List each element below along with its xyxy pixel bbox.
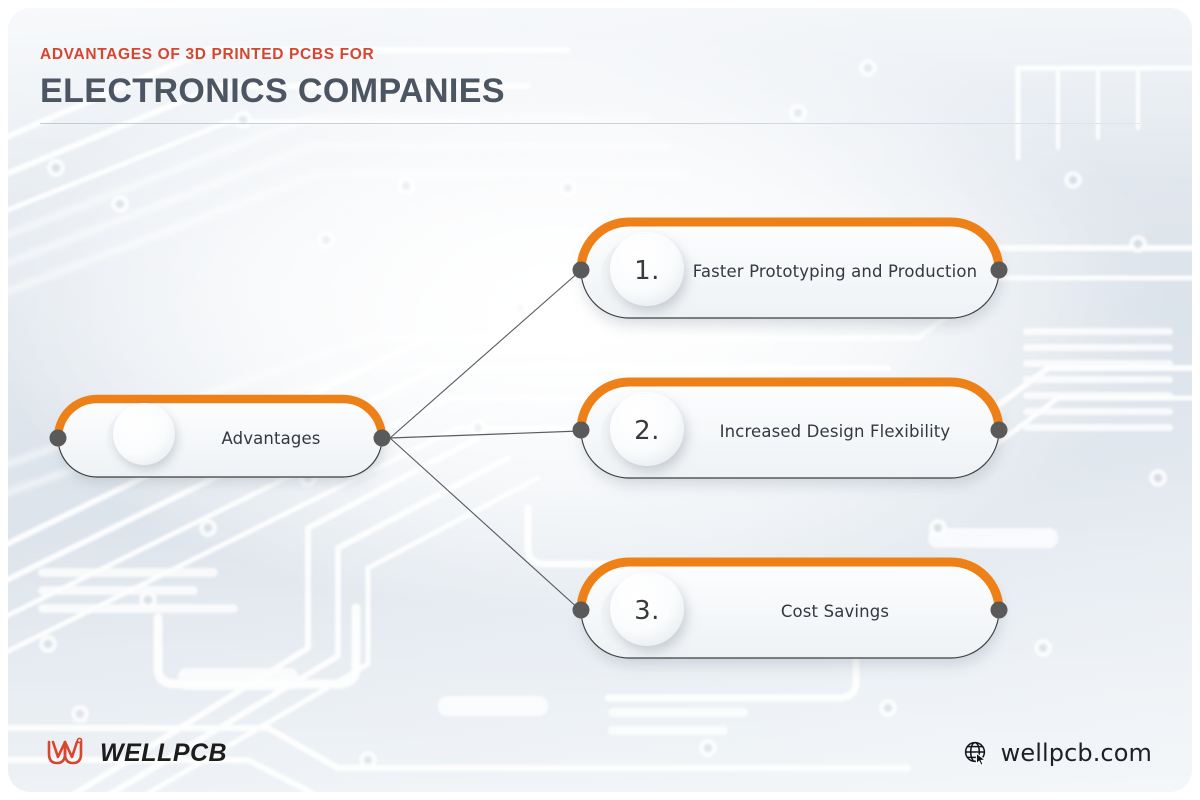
node-item-2-number: 2. xyxy=(634,416,660,446)
header-divider xyxy=(40,122,1140,124)
node-item-2-shape xyxy=(572,377,1008,479)
globe-cursor-icon xyxy=(964,741,986,766)
node-item-3-dot-right xyxy=(990,601,1008,619)
node-item-1-dot-left xyxy=(572,261,590,279)
node-item-2-dot-right xyxy=(990,421,1008,439)
node-item-2-dot-left xyxy=(572,421,590,439)
node-item-3-dot-left xyxy=(572,601,590,619)
node-root-shape xyxy=(49,394,391,478)
website-link[interactable]: wellpcb.com xyxy=(963,739,1152,767)
node-item-1-label: Faster Prototyping and Production xyxy=(692,262,978,281)
node-item-2[interactable]: 2. Increased Design Flexibility xyxy=(572,372,1008,490)
node-item-1[interactable]: 1. Faster Prototyping and Production xyxy=(572,212,1008,330)
node-item-3-shape xyxy=(572,557,1008,659)
node-item-2-label: Increased Design Flexibility xyxy=(719,422,951,441)
node-item-1-dot-right xyxy=(990,261,1008,279)
brand-logo[interactable]: WELLPCB xyxy=(45,736,227,770)
page-title: ELECTRONICS COMPANIES xyxy=(40,71,505,110)
node-item-3[interactable]: 3. Cost Savings xyxy=(572,552,1008,670)
brand-logo-text: WELLPCB xyxy=(100,738,228,767)
node-item-1-number: 1. xyxy=(634,256,660,286)
w-monogram-icon xyxy=(47,737,83,765)
node-root-dot-right xyxy=(373,429,391,447)
node-item-1-shape xyxy=(572,217,1008,319)
node-root-label: Advantages xyxy=(221,429,321,448)
node-item-3-label: Cost Savings xyxy=(780,602,890,621)
node-root-dot-left xyxy=(49,429,67,447)
website-url-text: wellpcb.com xyxy=(1000,739,1152,767)
node-item-3-number: 3. xyxy=(634,596,660,626)
node-root[interactable]: Advantages xyxy=(46,389,394,487)
header-eyebrow: ADVANTAGES OF 3D PRINTED PCBS FOR xyxy=(40,46,375,63)
page-header: ADVANTAGES OF 3D PRINTED PCBS FOR ELECTR… xyxy=(40,46,1150,124)
